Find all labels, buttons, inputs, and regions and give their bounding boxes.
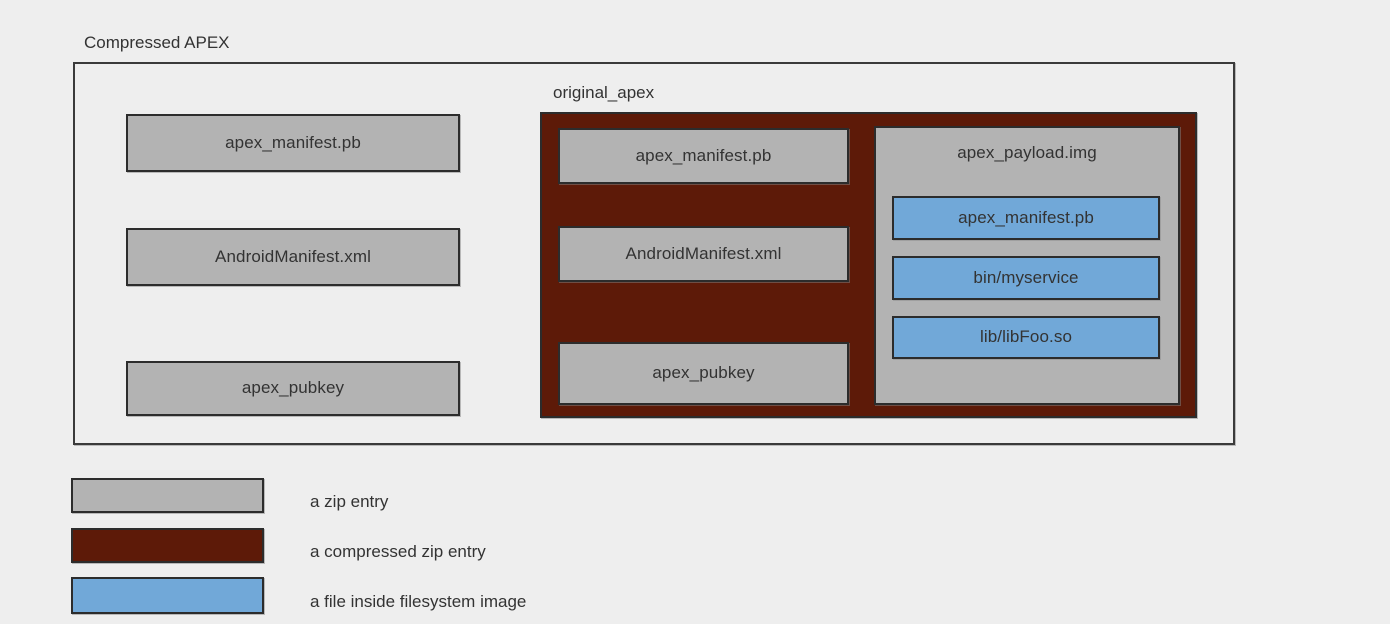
legend-label-filesystem-file: a file inside filesystem image (310, 592, 527, 611)
legend-label-compressed-zip-entry: a compressed zip entry (310, 542, 486, 561)
zip-entry-android-manifest-inner[interactable]: AndroidManifest.xml (558, 226, 849, 282)
filesystem-file-swatch (71, 577, 264, 614)
zip-entry-android-manifest-outer[interactable]: AndroidManifest.xml (126, 228, 460, 286)
original-apex-label: original_apex (553, 83, 655, 102)
zip-entry-apex-pubkey-inner[interactable]: apex_pubkey (558, 342, 849, 405)
legend-label-zip-entry: a zip entry (310, 492, 389, 511)
zip-entry-apex-manifest-outer[interactable]: apex_manifest.pb (126, 114, 460, 172)
zip-entry-apex-manifest-inner[interactable]: apex_manifest.pb (558, 128, 849, 184)
zip-entry-swatch (71, 478, 264, 513)
compressed-apex-label: Compressed APEX (84, 33, 230, 52)
compressed-zip-entry-swatch (71, 528, 264, 563)
zip-entry-apex-pubkey-outer[interactable]: apex_pubkey (126, 361, 460, 416)
fs-file-apex-manifest-pb[interactable]: apex_manifest.pb (892, 196, 1160, 240)
fs-file-bin-myservice[interactable]: bin/myservice (892, 256, 1160, 300)
apex-payload-img-label: apex_payload.img (957, 143, 1097, 162)
fs-file-lib-libfoo-so[interactable]: lib/libFoo.so (892, 316, 1160, 359)
